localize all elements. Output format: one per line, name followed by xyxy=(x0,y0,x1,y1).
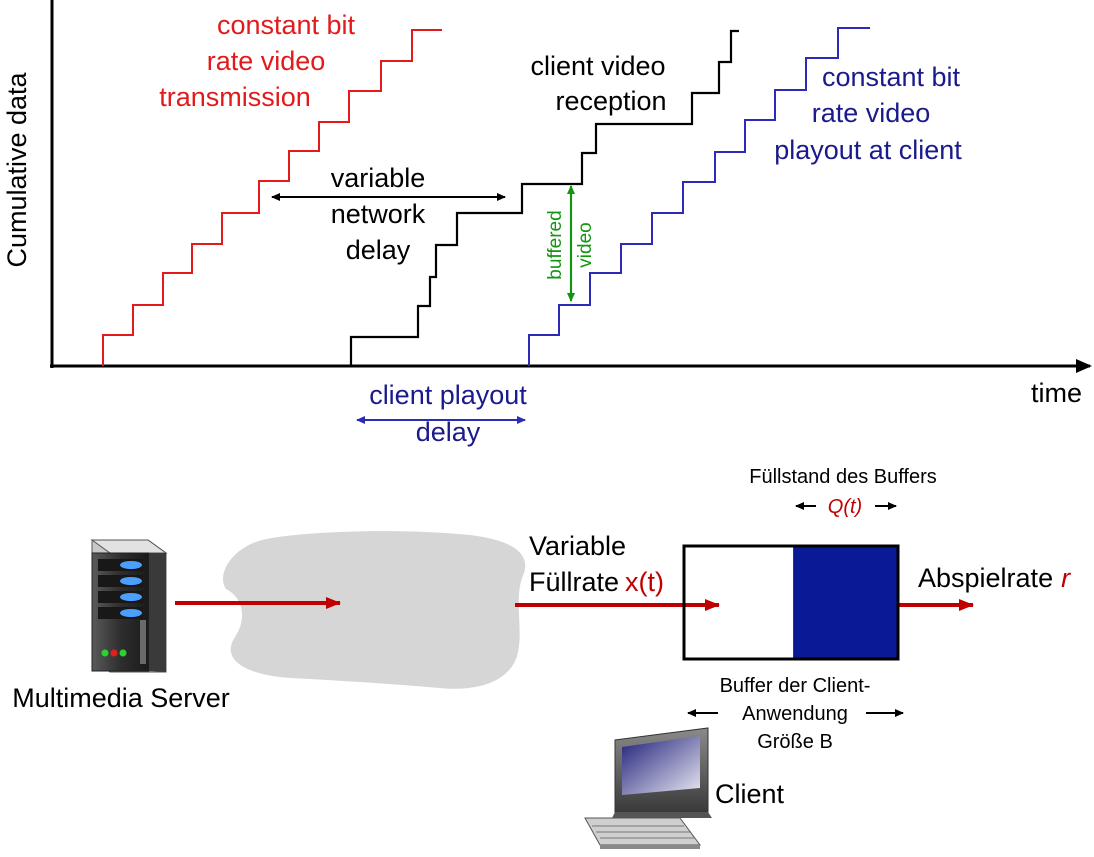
playout-rate-label: Abspielrate r xyxy=(918,563,1071,593)
computer-icon xyxy=(584,727,712,849)
network-delay-line-2: network xyxy=(331,199,426,229)
x-axis-label: time xyxy=(1031,378,1082,408)
cbr-playout-line-2: rate video xyxy=(812,98,931,128)
cbr-playout-label: constant bit rate video playout at clien… xyxy=(774,62,962,165)
client-reception-line-2: reception xyxy=(555,86,666,116)
buffered-video-label: buffered video xyxy=(545,210,596,279)
network-delay-label: variable network delay xyxy=(331,163,426,265)
buffer-level-label: Füllstand des Buffers xyxy=(749,466,937,488)
fill-rate-line-2: Füllrate xyxy=(529,567,619,597)
buffer-filled-portion xyxy=(793,546,898,659)
server-icon xyxy=(90,539,168,673)
cumulative-data-plot: Cumulative data time constant bit rate v… xyxy=(2,0,1092,447)
playout-delay-label: client playout delay xyxy=(369,380,527,447)
buffer-level-symbol: Q(t) xyxy=(828,496,862,518)
y-axis-label: Cumulative data xyxy=(2,71,32,267)
cbr-playout-curve xyxy=(528,27,870,366)
network-delay-line-1: variable xyxy=(331,163,426,193)
buffered-video-line-1: buffered xyxy=(545,210,566,279)
cbr-transmission-curve xyxy=(102,29,442,366)
buffer-outline xyxy=(682,544,900,661)
network-delay-line-3: delay xyxy=(346,235,411,265)
buffer-caption-line-1: Buffer der Client- xyxy=(720,675,871,697)
fill-rate-symbol: x(t) xyxy=(625,567,664,597)
cbr-transmission-label: constant bit rate video transmission xyxy=(159,10,355,112)
cbr-playout-line-1: constant bit xyxy=(822,62,961,92)
buffer-caption-line-2: Anwendung xyxy=(742,703,848,725)
playout-delay-line-1: client playout xyxy=(369,380,527,410)
cbr-transmission-line-3: transmission xyxy=(159,82,311,112)
buffer-caption-line-3: Größe B xyxy=(757,731,833,753)
client-label: Client xyxy=(715,779,785,809)
client-buffer xyxy=(682,544,900,661)
cloud-icon xyxy=(223,531,526,689)
playout-rate-text: Abspielrate xyxy=(918,563,1053,593)
client-reception-curve xyxy=(349,29,739,366)
cbr-transmission-line-2: rate video xyxy=(207,46,326,76)
cbr-transmission-line-1: constant bit xyxy=(217,10,356,40)
client-reception-label: client video reception xyxy=(530,51,666,116)
server-label: Multimedia Server xyxy=(12,683,230,713)
cbr-playout-line-3: playout at client xyxy=(774,135,962,165)
playout-rate-symbol: r xyxy=(1061,563,1071,593)
fill-rate-line-1: Variable xyxy=(529,531,626,561)
buffered-video-line-2: video xyxy=(575,222,596,267)
client-reception-line-1: client video xyxy=(530,51,665,81)
playout-delay-line-2: delay xyxy=(416,417,481,447)
